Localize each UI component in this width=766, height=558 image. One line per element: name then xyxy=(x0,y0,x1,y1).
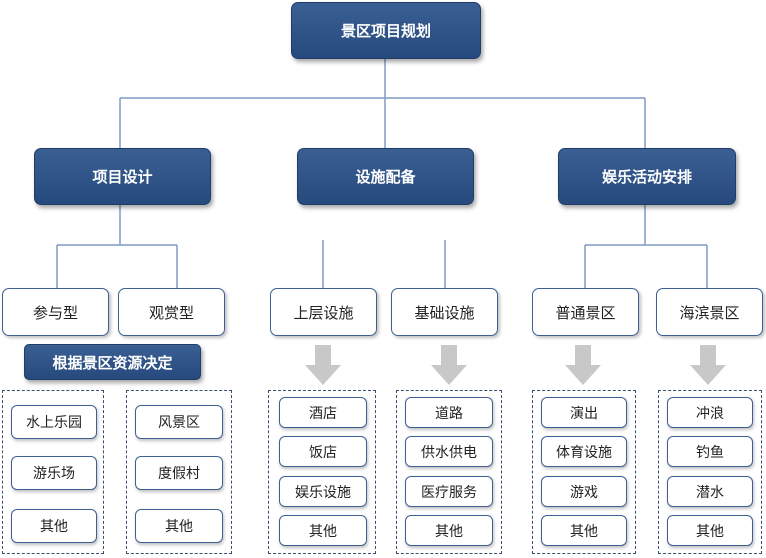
item-group-regular-scenic xyxy=(532,390,636,554)
sub-node-superstructure: 上层设施 xyxy=(270,288,377,336)
down-arrow-icon xyxy=(690,345,726,385)
leaf-item: 度假村 xyxy=(135,456,223,490)
leaf-item: 其他 xyxy=(405,515,493,546)
down-arrow-icon xyxy=(565,345,601,385)
item-group-participatory xyxy=(2,390,104,554)
leaf-item: 饭店 xyxy=(279,436,367,467)
note-banner: 根据景区资源决定 xyxy=(24,344,201,380)
branch2-connector xyxy=(322,240,446,288)
leaf-item: 演出 xyxy=(541,397,627,428)
sub-node-infrastructure: 基础设施 xyxy=(391,288,498,336)
leaf-item: 游乐场 xyxy=(11,456,97,490)
leaf-item: 其他 xyxy=(279,515,367,546)
leaf-item: 酒店 xyxy=(279,397,367,428)
branch-node-facilities: 设施配备 xyxy=(297,148,474,205)
sub-node-sightseeing: 观赏型 xyxy=(118,288,225,336)
leaf-item: 体育设施 xyxy=(541,436,627,467)
leaf-item: 其他 xyxy=(541,515,627,546)
leaf-item: 水上乐园 xyxy=(11,405,97,439)
leaf-item: 其他 xyxy=(11,509,97,543)
branch-node-project-design: 项目设计 xyxy=(34,148,211,205)
sub-node-regular-scenic: 普通景区 xyxy=(532,288,639,336)
item-group-sightseeing xyxy=(126,390,232,554)
root-connector xyxy=(119,59,646,148)
branch-node-entertainment: 娱乐活动安排 xyxy=(558,148,736,205)
leaf-item: 其他 xyxy=(667,515,753,546)
root-node: 景区项目规划 xyxy=(291,2,481,59)
down-arrow-icon xyxy=(305,345,341,385)
leaf-item: 娱乐设施 xyxy=(279,476,367,507)
sub-node-seaside-scenic: 海滨景区 xyxy=(656,288,763,336)
leaf-item: 钓鱼 xyxy=(667,436,753,467)
item-group-seaside-scenic xyxy=(658,390,762,554)
leaf-item: 潜水 xyxy=(667,476,753,507)
branch3-connector xyxy=(584,205,708,288)
leaf-item: 冲浪 xyxy=(667,397,753,428)
sub-node-participatory: 参与型 xyxy=(2,288,109,336)
leaf-item: 游戏 xyxy=(541,476,627,507)
item-group-superstructure xyxy=(268,390,376,554)
down-arrow-icon xyxy=(431,345,467,385)
item-group-infrastructure xyxy=(396,390,502,554)
leaf-item: 其他 xyxy=(135,509,223,543)
leaf-item: 道路 xyxy=(405,397,493,428)
leaf-item: 风景区 xyxy=(135,405,223,439)
leaf-item: 供水供电 xyxy=(405,436,493,467)
leaf-item: 医疗服务 xyxy=(405,476,493,507)
branch1-connector xyxy=(56,205,178,288)
